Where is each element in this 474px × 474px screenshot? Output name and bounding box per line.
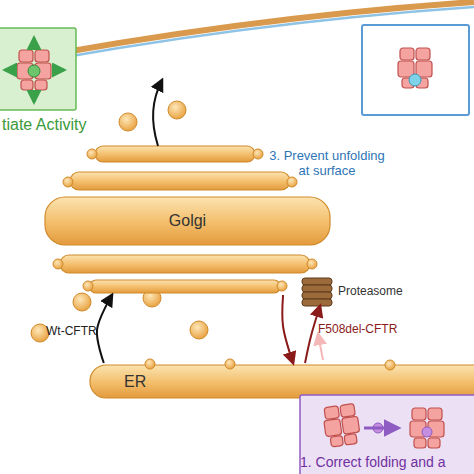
corrector-sphere [422,427,432,437]
activity-arrow [5,69,13,72]
edge-label: F508del-CFTR [318,322,397,336]
golgi-bleb [63,177,73,187]
cftr-icon [17,50,51,90]
faint-arrow [318,334,323,360]
er-bleb [385,360,395,370]
golgi-bleb [53,259,63,269]
proteasome-ring [302,285,332,292]
golgi-bleb [277,281,287,291]
proteasome-ring [302,299,332,306]
golgi-bleb [307,259,317,269]
node-label: Proteasome [338,285,418,299]
trafficking-arrow [282,295,293,363]
vesicle [190,321,208,339]
vesicle [119,113,137,131]
node-shape [90,363,474,403]
membrane-green-marker [50,51,74,56]
trafficking-arrow [153,80,162,146]
activity-arrow [33,94,36,102]
cftr-stabilized-icon [398,48,432,88]
golgi-cisterna [45,197,330,245]
er-membrane [90,365,474,398]
er-organelle: ER [90,363,474,403]
golgi-organelle: Golgi [40,140,335,295]
activity-arrow [55,69,64,72]
golgi-bleb [83,281,93,291]
node-label: Golgi [40,212,335,230]
activity-arrow [33,38,36,46]
node-label: 1. Correct folding and a [300,454,474,470]
vesicle [31,324,49,342]
trafficking-arrow [97,295,112,363]
node-shape [300,278,415,306]
edge-label: Wt-CFTR [46,324,97,338]
node-label: ER [124,373,164,391]
cftr-icon [322,403,361,447]
vesicle [73,293,91,311]
proteasome-ring [302,292,332,299]
proteasome-complex: Proteasome [300,278,415,306]
box-outline [300,395,474,474]
potentiator-sphere [28,65,40,77]
stabilizer-sphere [409,74,421,86]
box-outline [0,28,76,110]
er-bleb [225,359,235,369]
trafficking-arrow [305,306,320,363]
correction-arrow [364,427,398,430]
node-label: 3. Prevent unfolding at surface [262,149,392,179]
er-bleb [145,359,155,369]
vesicle [143,289,161,307]
vesicles [31,101,208,342]
cftr-icon [410,408,444,448]
stabilizer-box: 3. Prevent unfolding at surface [262,25,472,183]
node-shape [40,140,335,295]
cftr-icon [398,48,432,88]
box-outline [362,25,469,115]
golgi-cisterna [70,172,290,190]
vesicle [168,101,186,119]
golgi-cisterna [60,255,310,273]
golgi-cisterna [90,280,280,293]
golgi-bleb [87,149,97,159]
golgi-cisterna [95,146,255,162]
cftr-potentiated-icon [5,38,64,102]
node-label: tiate Activity [2,116,150,134]
cftr-correction-icons [322,403,444,448]
golgi-bleb [253,149,263,159]
proteasome-ring [302,278,332,285]
node-shape [262,25,472,183]
golgi-bleb [287,177,297,187]
